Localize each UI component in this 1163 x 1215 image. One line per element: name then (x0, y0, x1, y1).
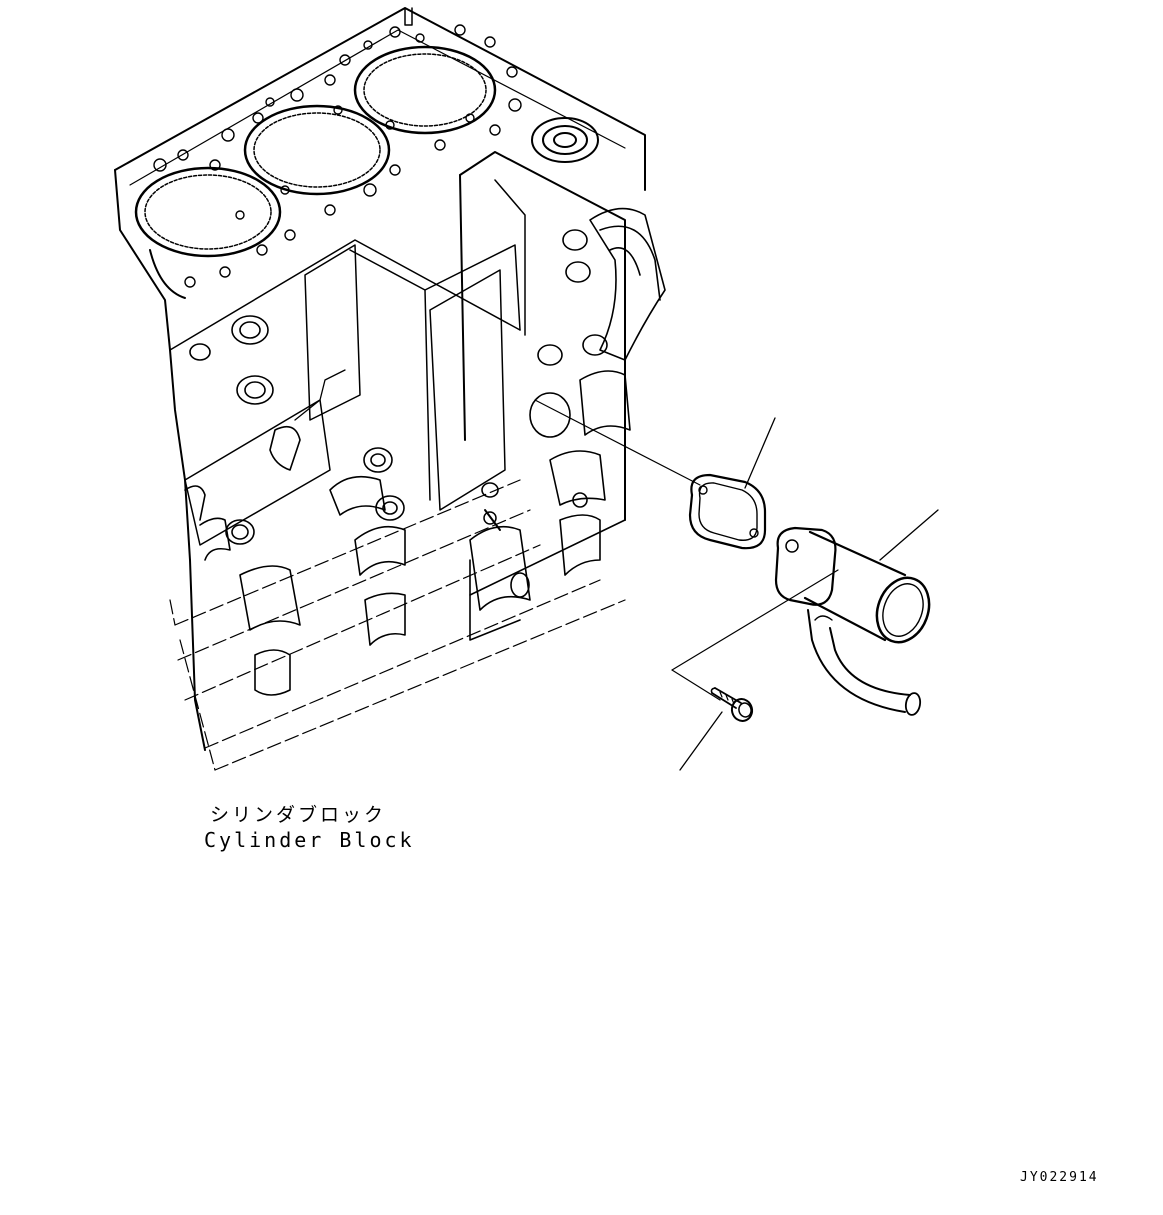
side-bosses (189, 229, 608, 598)
cylinder-block-label-en: Cylinder Block (204, 828, 415, 852)
deck-holes (153, 24, 522, 288)
cylinder-bore-2 (243, 104, 391, 196)
block-ribs (184, 207, 666, 696)
pipe-center-line (671, 569, 839, 671)
cylinder-block (114, 7, 666, 771)
drawing-id: JY022914 (1020, 1170, 1099, 1185)
flange-bolt (710, 687, 754, 722)
bolt-center-line (671, 669, 721, 701)
hidden-lines (169, 479, 626, 771)
cylinder-bore-1 (134, 166, 282, 258)
cylinder-block-label-jp: シリンダブロック (210, 804, 387, 826)
water-inlet-pipe (774, 526, 931, 716)
cylinder-bore-3 (353, 45, 497, 135)
water-port (531, 117, 599, 163)
gasket (688, 473, 767, 550)
pipe-leader-line (879, 509, 939, 561)
gasket-center-line (534, 399, 701, 486)
gasket-leader-line (744, 417, 776, 489)
bolt-leader-line (679, 711, 723, 771)
